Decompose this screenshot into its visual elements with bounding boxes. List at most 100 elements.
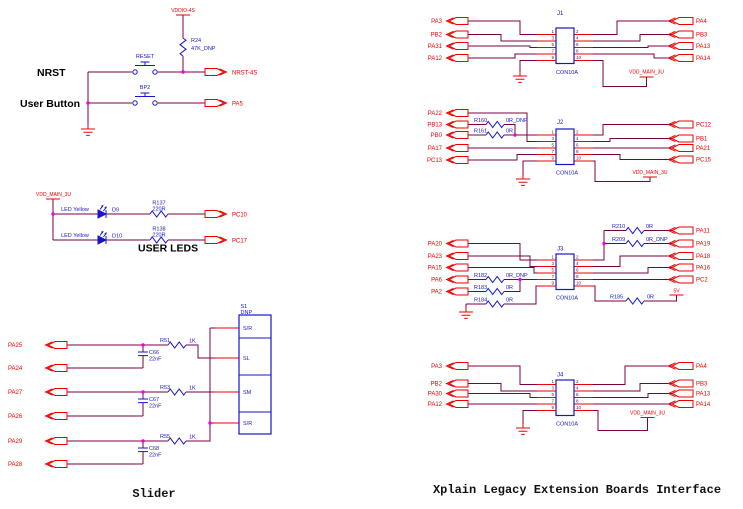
port-symbol[interactable] [446, 144, 469, 152]
port-symbol[interactable] [446, 362, 469, 370]
port-symbol[interactable] [668, 30, 694, 39]
port-symbol[interactable] [45, 341, 68, 349]
port-symbol[interactable] [668, 263, 694, 272]
connector-body[interactable] [555, 253, 575, 291]
port-symbol[interactable] [446, 30, 469, 39]
port-symbol[interactable] [446, 42, 469, 50]
port-symbol[interactable] [668, 275, 694, 284]
port-symbol[interactable] [204, 236, 227, 244]
section-caption: Slider [132, 487, 175, 501]
value-label: 220R [152, 207, 165, 213]
led-symbol[interactable] [97, 204, 108, 219]
resistor-symbol[interactable] [625, 227, 645, 234]
port-label: PA12 [428, 56, 443, 62]
port-symbol[interactable] [668, 134, 694, 143]
port-label: PA4 [696, 364, 708, 370]
port-symbol[interactable] [668, 120, 694, 129]
port-symbol[interactable] [204, 68, 227, 76]
port-symbol[interactable] [446, 17, 469, 25]
port-symbol[interactable] [668, 155, 694, 164]
port-symbol[interactable] [446, 400, 469, 408]
port-symbol[interactable] [45, 412, 68, 420]
refdes: R53 [160, 385, 170, 391]
port-symbol[interactable] [446, 275, 469, 284]
port-symbol[interactable] [668, 239, 694, 248]
value-label: DNP [241, 310, 253, 316]
resistor-symbol[interactable] [625, 240, 645, 247]
value-label: LED Yellow [61, 207, 89, 213]
port-label: PA30 [428, 392, 443, 398]
port-symbol[interactable] [45, 364, 68, 372]
port-symbol[interactable] [204, 210, 227, 218]
resistor-symbol[interactable] [167, 388, 187, 396]
capacitor-symbol[interactable] [137, 398, 149, 404]
port-symbol[interactable] [446, 287, 469, 296]
port-symbol[interactable] [45, 388, 68, 396]
wires [67, 327, 215, 465]
port-symbol[interactable] [446, 263, 469, 272]
port-symbol[interactable] [446, 131, 469, 139]
value-label: CON10A [556, 422, 578, 428]
section-label-user-button: User Button [20, 98, 80, 110]
resistor-symbol[interactable] [485, 121, 505, 128]
power-net-label: VDD_MAIN_3U [629, 70, 664, 76]
port-symbol[interactable] [668, 17, 694, 25]
resistor-symbol[interactable] [167, 341, 187, 349]
port-label: PA25 [8, 343, 23, 349]
ground-symbol [515, 423, 531, 435]
reset-button-symbol[interactable] [132, 61, 158, 75]
resistor-symbol[interactable] [485, 131, 505, 139]
port-symbol[interactable] [446, 120, 469, 129]
port-label: PC15 [696, 158, 712, 164]
connector-body[interactable] [555, 379, 575, 417]
port-label: PC2 [696, 278, 708, 284]
user-button-symbol[interactable] [132, 92, 158, 106]
value-label: 0R [506, 298, 513, 304]
port-symbol[interactable] [668, 54, 694, 62]
port-label: NRST-4S [232, 71, 257, 77]
connector-body[interactable] [555, 27, 575, 65]
capacitor-symbol[interactable] [137, 351, 149, 357]
port-symbol[interactable] [668, 362, 694, 370]
port-symbol[interactable] [668, 379, 694, 388]
port-symbol[interactable] [45, 437, 68, 445]
connector-body[interactable] [555, 128, 575, 166]
resistor-symbol[interactable] [485, 276, 505, 283]
capacitor-symbol[interactable] [137, 447, 149, 453]
port-label: PA20 [428, 242, 443, 248]
svg-text:9: 9 [551, 156, 554, 161]
resistor-symbol[interactable] [179, 37, 187, 57]
svg-text:4: 4 [576, 36, 579, 41]
port-symbol[interactable] [446, 54, 469, 62]
pin-name: S/R [243, 421, 252, 427]
svg-text:9: 9 [551, 405, 554, 410]
port-symbol[interactable] [668, 389, 694, 398]
value-label: 47K_DNP [191, 46, 216, 52]
port-symbol[interactable] [446, 252, 469, 260]
pin-name: SL [243, 356, 250, 362]
value-label: 1K [189, 339, 196, 345]
port-symbol[interactable] [668, 144, 694, 152]
port-symbol[interactable] [668, 42, 694, 50]
port-symbol[interactable] [446, 389, 469, 398]
port-symbol[interactable] [668, 226, 694, 235]
port-symbol[interactable] [668, 400, 694, 408]
svg-text:9: 9 [551, 281, 554, 286]
value-label: 1K [189, 386, 196, 392]
value-label: 0R [646, 224, 653, 230]
port-label: PA14 [696, 56, 711, 62]
port-symbol[interactable] [204, 99, 227, 107]
led-symbol[interactable] [97, 230, 108, 245]
port-symbol[interactable] [45, 460, 68, 468]
port-symbol[interactable] [446, 156, 469, 164]
svg-text:2: 2 [576, 255, 579, 260]
resistor-symbol[interactable] [485, 300, 505, 308]
refdes: J2 [557, 120, 564, 126]
port-symbol[interactable] [446, 379, 469, 388]
port-symbol[interactable] [668, 252, 694, 260]
resistor-symbol[interactable] [167, 437, 187, 445]
port-symbol[interactable] [446, 239, 469, 248]
port-symbol[interactable] [446, 109, 469, 117]
resistor-symbol[interactable] [625, 297, 645, 305]
resistor-symbol[interactable] [485, 288, 505, 295]
